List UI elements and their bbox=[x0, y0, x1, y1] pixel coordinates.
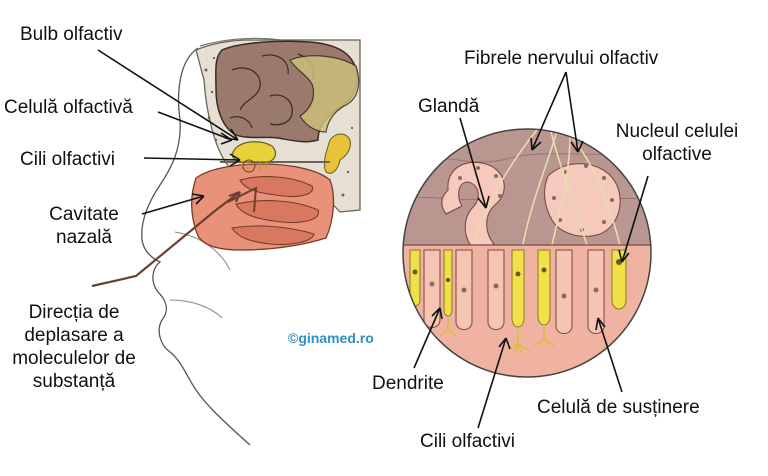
olfactory-cells bbox=[409, 249, 627, 328]
magnify-circle-border bbox=[402, 128, 652, 378]
label-support-cell: Celulă de susținere bbox=[537, 397, 700, 418]
label-nerve-fibers: Fibrele nervului olfactiv bbox=[464, 48, 659, 69]
label-cilia-right: Cili olfactivi bbox=[420, 431, 516, 452]
label-cell-nucleus-line2: olfactive bbox=[642, 144, 712, 165]
label-gland: Glandă bbox=[418, 96, 480, 117]
label-cell-nucleus: Nucleul celulei olfactive bbox=[597, 120, 757, 166]
label-olfactory-cell: Celulă olfactivă bbox=[4, 97, 133, 118]
watermark: ©ginamed.ro bbox=[288, 330, 374, 346]
left-pointers bbox=[97, 49, 241, 215]
head-outline bbox=[141, 47, 251, 446]
label-cilia-left: Cili olfactivi bbox=[20, 149, 116, 170]
label-dendrites: Dendrite bbox=[372, 373, 444, 394]
label-direction: Direcția de deplasare a moleculelor de s… bbox=[0, 301, 148, 393]
olfactory-bulb bbox=[231, 141, 277, 163]
label-nasal-cavity-line1: Cavitate bbox=[49, 204, 119, 225]
head-section bbox=[91, 37, 361, 446]
label-direction-line2: deplasare a bbox=[24, 325, 124, 346]
label-direction-line1: Direcția de bbox=[28, 302, 120, 323]
label-nasal-cavity-line2: nazală bbox=[56, 227, 112, 248]
label-direction-line3: moleculelor de bbox=[12, 348, 136, 369]
label-direction-line4: substanță bbox=[32, 371, 116, 392]
label-cell-nucleus-line1: Nucleul celulei bbox=[615, 121, 739, 142]
label-nasal-cavity: Cavitate nazală bbox=[32, 203, 136, 249]
label-olfactory-bulb: Bulb olfactiv bbox=[20, 24, 123, 45]
magnified-tissue bbox=[403, 129, 651, 377]
right-pointers bbox=[413, 71, 649, 429]
